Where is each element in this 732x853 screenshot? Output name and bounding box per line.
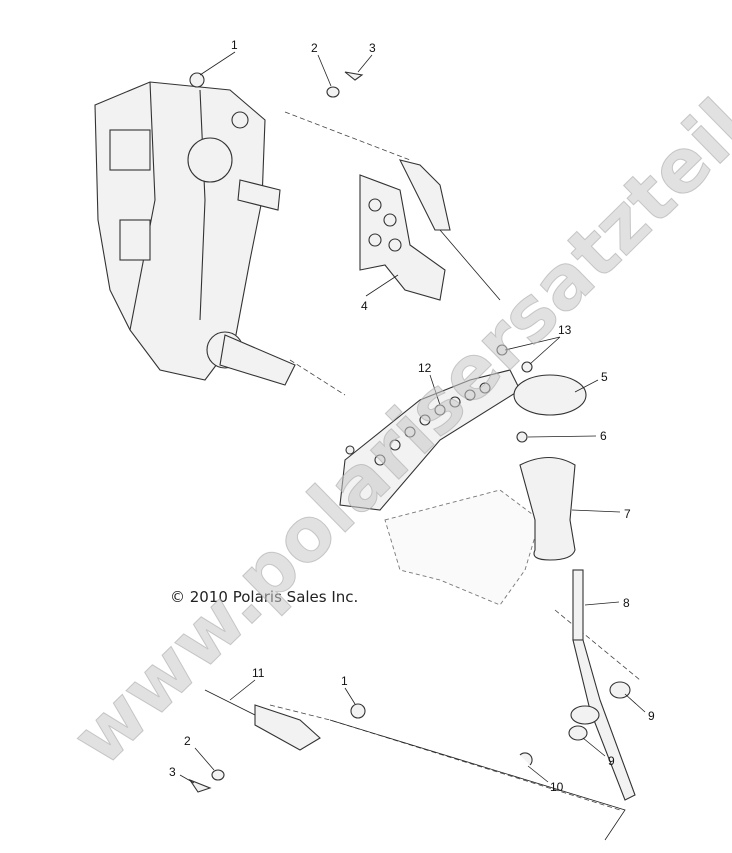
callout-4: 4 bbox=[361, 299, 368, 313]
callout-12: 12 bbox=[418, 361, 432, 375]
callout-9: 9 bbox=[648, 709, 655, 723]
nut bbox=[189, 72, 205, 88]
washer bbox=[211, 769, 225, 781]
callout-5: 5 bbox=[601, 370, 608, 384]
shifter-bracket bbox=[339, 369, 521, 511]
callout-9: 9 bbox=[608, 754, 615, 768]
e-clip bbox=[519, 752, 533, 766]
shift-cable-upper bbox=[398, 159, 501, 301]
frame-reference bbox=[384, 489, 541, 606]
callout-3: 3 bbox=[169, 765, 176, 779]
callout-11: 11 bbox=[252, 666, 265, 680]
leader-lines bbox=[179, 51, 646, 784]
bolt bbox=[521, 361, 533, 373]
callout-1: 1 bbox=[231, 38, 238, 52]
callout-6: 6 bbox=[600, 429, 607, 443]
washer bbox=[568, 725, 588, 741]
callout-10: 10 bbox=[550, 780, 564, 794]
callout-2: 2 bbox=[311, 41, 318, 55]
shift-cable-lower bbox=[204, 689, 321, 751]
callout-8: 8 bbox=[623, 596, 630, 610]
shift-lever bbox=[570, 569, 636, 801]
callout-2: 2 bbox=[184, 734, 191, 748]
shift-knob bbox=[513, 374, 587, 416]
screw bbox=[516, 431, 528, 443]
clip bbox=[188, 778, 212, 793]
callout-7: 7 bbox=[624, 507, 631, 521]
clip bbox=[344, 71, 364, 81]
callout-13: 13 bbox=[558, 323, 572, 337]
mount-bracket bbox=[359, 174, 446, 301]
nut bbox=[350, 703, 366, 719]
shift-boot bbox=[519, 456, 576, 561]
transmission-housing bbox=[94, 81, 296, 386]
callout-3: 3 bbox=[369, 41, 376, 55]
bolt bbox=[496, 344, 508, 356]
copyright-notice: © 2010 Polaris Sales Inc. bbox=[170, 588, 359, 606]
callout-1: 1 bbox=[341, 674, 348, 688]
washer bbox=[326, 86, 340, 98]
